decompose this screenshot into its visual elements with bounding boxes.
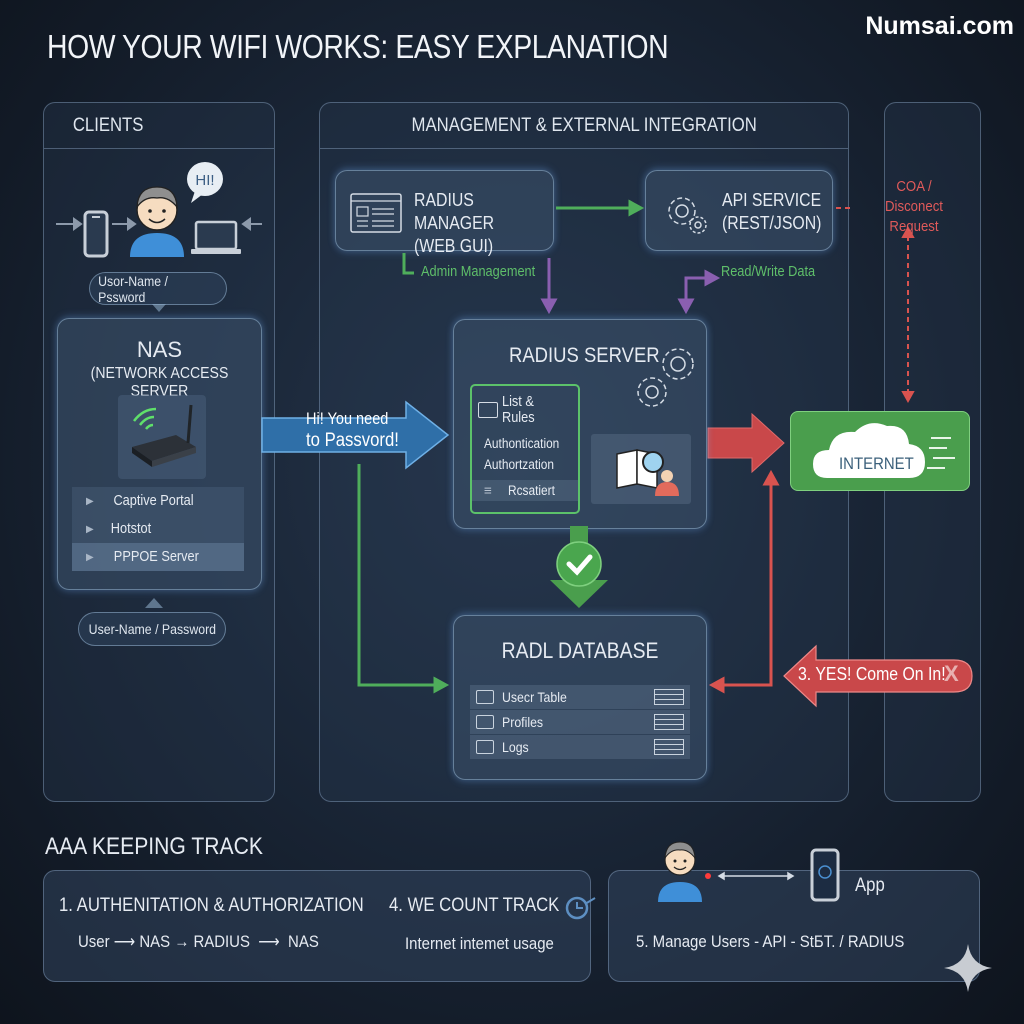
- pointer-up-icon: [145, 598, 163, 608]
- request-arrow-text: Hi! You need to Passvord!: [306, 410, 399, 451]
- double-arrow-icon: [717, 871, 795, 881]
- clients-illustration: HI!: [56, 162, 262, 258]
- arrow-manager-to-api: [556, 199, 645, 217]
- arrow-db-to-internet: [708, 469, 780, 694]
- management-heading: MANAGEMENT & EXTERNAL INTEGRATION: [320, 103, 848, 149]
- arrow-left-icon: [241, 217, 262, 231]
- filter-icon: ≡: [484, 483, 492, 498]
- clock-icon: [565, 896, 596, 920]
- sparkle-icon: [944, 944, 992, 992]
- arrow-right-icon: [56, 217, 83, 231]
- db-row-user-table[interactable]: Usecr Table: [470, 685, 690, 709]
- coa-label: COA /Disconect Request: [885, 178, 943, 235]
- rules-authz: Authortzation: [484, 457, 555, 472]
- smartphone-icon: [83, 210, 109, 258]
- laptop-icon: [191, 220, 241, 254]
- checkmark-icon: [566, 554, 593, 576]
- radius-manager-card[interactable]: RADIUS MANAGER (WEB GUI): [335, 170, 554, 256]
- db-row-profiles[interactable]: Profiles: [470, 710, 690, 734]
- nas-card: NAS (NETWORK ACCESS SERVER ▶Captive Port…: [57, 318, 262, 590]
- play-icon: ▶: [86, 551, 94, 563]
- db-row-logs[interactable]: Logs: [470, 735, 690, 759]
- yes-arrow: [783, 644, 973, 708]
- table-icon: [476, 690, 494, 704]
- read-write-label: Read/Write Data: [721, 264, 816, 280]
- arrow-right-icon: ⟶: [113, 932, 136, 951]
- credentials-pill-bottom: User-Name / Password: [78, 612, 226, 646]
- radius-server-title: RADIUS SERVER: [509, 344, 660, 367]
- api-service-card[interactable]: API SERVICE (REST/JSON): [645, 170, 833, 251]
- database-rows: Usecr Table Profiles Logs: [470, 684, 690, 760]
- arrow-api-to-radius: [677, 269, 721, 315]
- nas-option-captive-portal[interactable]: ▶Captive Portal: [86, 493, 194, 509]
- rules-footer: ≡Rcsatiert: [472, 480, 578, 501]
- lookup-panel: [591, 434, 691, 504]
- arrow-radius-to-internet: [707, 412, 785, 474]
- list-icon: [478, 402, 498, 418]
- arrow-right-icon: ⟶: [258, 932, 280, 951]
- nas-option-hotspot[interactable]: ▶Hotstot: [86, 521, 151, 537]
- step4-desc: Internet intemet usage: [405, 934, 554, 953]
- book-search-icon: [616, 449, 679, 496]
- profile-icon: [476, 715, 494, 729]
- brand-logo: Numsai.com: [865, 12, 1014, 40]
- gears-icon: [668, 197, 707, 234]
- step1-flow: User ⟶ NAS → RADIUS ⟶ NAS: [78, 932, 319, 951]
- radius-manager-label: RADIUS MANAGER (WEB GUI): [414, 190, 495, 256]
- api-service-label: API SERVICE (REST/JSON): [722, 190, 822, 233]
- database-card[interactable]: RADL DATABASE Usecr Table Profiles Logs: [453, 615, 707, 780]
- request-arrow: [261, 400, 450, 470]
- router-icon: [132, 404, 196, 467]
- log-icon: [476, 740, 494, 754]
- wifi-signal-icon: [133, 407, 157, 430]
- play-icon: ▶: [86, 495, 94, 507]
- step4-title: 4. WE COUNT TRACK: [389, 895, 560, 916]
- arrow-right-icon: [112, 217, 137, 231]
- play-icon: ▶: [86, 523, 94, 535]
- clients-heading: CLIENTS: [44, 103, 274, 149]
- web-gui-icon: [350, 193, 402, 233]
- speech-bubble-icon: [187, 162, 223, 203]
- list-rules-box: List & Rules Authontication Authortzatio…: [470, 384, 580, 514]
- cloud-icon: [813, 423, 955, 478]
- router-image: [118, 395, 206, 479]
- admin-bracket: [402, 253, 414, 275]
- nas-option-pppoe[interactable]: ▶PPPOE Server: [72, 543, 244, 571]
- app-label: App: [855, 875, 885, 896]
- list-rules-header: List & Rules: [478, 394, 578, 426]
- page-title: HOW YOUR WIFI WORKS: EASY EXPLANATION: [47, 28, 669, 65]
- internet-node[interactable]: INTERNET: [790, 411, 970, 491]
- close-icon[interactable]: X: [944, 661, 959, 686]
- aaa-heading: AAA KEEPING TRACK: [45, 833, 263, 860]
- nas-title: NAS: [136, 337, 183, 362]
- database-title: RADL DATABASE: [501, 638, 659, 663]
- check-circle-icon: [556, 541, 602, 587]
- radius-server-card[interactable]: RADIUS SERVER List & Rules Authonticatio…: [453, 319, 707, 529]
- arrow-to-database: [357, 464, 450, 694]
- rules-auth: Authontication: [484, 436, 560, 451]
- coa-dashed-connector: [836, 207, 915, 404]
- user-avatar-icon: [130, 186, 184, 257]
- step1-title: 1. AUTHENITATION & AUTHORIZATION: [59, 895, 364, 916]
- user-app-illustration: [658, 841, 840, 902]
- admin-management-label: Admin Management: [421, 264, 536, 280]
- approved-arrow: [550, 526, 608, 608]
- aaa-card-left: [43, 870, 591, 982]
- user-avatar-icon: [658, 841, 711, 902]
- arrow-right-icon: →: [174, 932, 190, 951]
- internet-label: INTERNET: [839, 454, 914, 473]
- smartphone-icon: [810, 848, 840, 902]
- gears-icon: [637, 348, 694, 407]
- speech-bubble-text: HI!: [195, 172, 214, 189]
- grid-icon: [654, 739, 684, 755]
- yes-arrow-label: 3. YES! Come On In!: [798, 664, 946, 684]
- grid-icon: [654, 714, 684, 730]
- pointer-down-icon: [152, 304, 166, 312]
- grid-icon: [654, 689, 684, 705]
- nas-options-list: ▶Captive Portal ▶Hotstot ▶PPPOE Server: [72, 487, 244, 571]
- arrow-manager-to-radius: [540, 258, 558, 315]
- step5-title: 5. Manage Users - API - StБT. / RADIUS: [636, 932, 905, 951]
